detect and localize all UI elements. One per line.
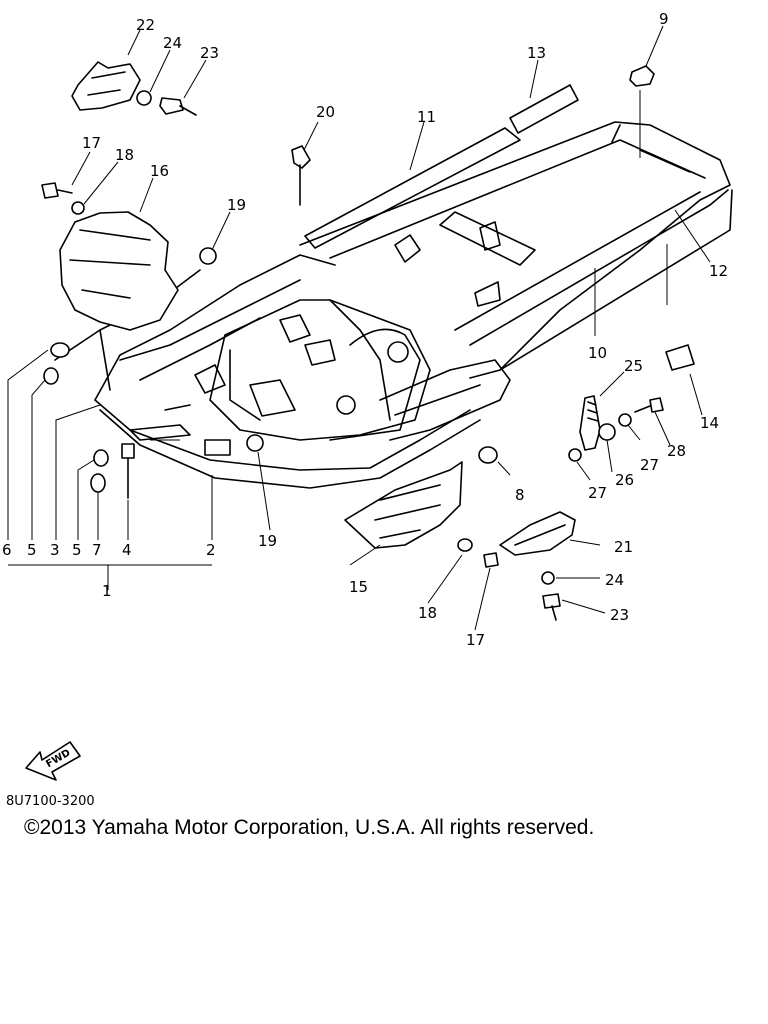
part-25-link (579, 395, 601, 451)
callout-23-top: 23 (200, 44, 219, 62)
callout-28: 28 (667, 442, 686, 460)
part-5-grommet-bottom (93, 449, 109, 467)
callout-16: 16 (150, 162, 169, 180)
callout-23-bottom: 23 (610, 606, 629, 624)
part-17-bolt-bottom (483, 552, 499, 568)
part-23-screw-bottom (542, 593, 561, 609)
callout-4: 4 (122, 541, 132, 559)
callout-10: 10 (588, 344, 607, 362)
part-19-grommet-top (199, 247, 217, 265)
callout-9: 9 (659, 10, 669, 28)
part-17-bolt-top (41, 182, 59, 199)
callout-3: 3 (50, 541, 60, 559)
part-23-screw-top (159, 97, 184, 115)
callout-25: 25 (624, 357, 643, 375)
callout-27-right: 27 (640, 456, 659, 474)
callout-5-right: 5 (72, 541, 82, 559)
part-13-decal (509, 84, 579, 134)
part-21-bracket (499, 511, 576, 556)
part-24-nut-bottom (541, 571, 555, 585)
callout-2: 2 (206, 541, 216, 559)
part-19-grommet-bottom (246, 434, 264, 452)
callout-5-left: 5 (27, 541, 37, 559)
callout-18-top: 18 (115, 146, 134, 164)
callout-22: 22 (136, 16, 155, 34)
part-24-nut-top (136, 90, 152, 106)
part-8-grommet (478, 446, 498, 464)
part-20-pin (291, 145, 311, 169)
callout-numbers: 22 24 23 17 18 16 19 20 11 13 9 12 10 25… (2, 10, 728, 649)
callout-20: 20 (316, 103, 335, 121)
callout-24-top: 24 (163, 34, 182, 52)
callout-24-bottom: 24 (605, 571, 624, 589)
callout-21: 21 (614, 538, 633, 556)
callout-6: 6 (2, 541, 12, 559)
part-5-grommet-top (43, 367, 59, 385)
part-18-washer-top (71, 201, 85, 215)
part-6-grommet (50, 342, 70, 358)
callout-17-top: 17 (82, 134, 101, 152)
part-16-shroud (59, 211, 179, 331)
callout-11: 11 (417, 108, 436, 126)
callout-8: 8 (515, 486, 525, 504)
callout-7: 7 (92, 541, 102, 559)
frame-assembly (54, 121, 733, 489)
callout-1: 1 (102, 582, 112, 600)
copyright-notice: ©2013 Yamaha Motor Corporation, U.S.A. A… (24, 816, 595, 839)
diagram-code: 8U7100-3200 (6, 794, 95, 809)
fwd-arrow-icon: FWD (25, 741, 81, 781)
part-14-label (665, 344, 695, 371)
callout-19-bottom: 19 (258, 532, 277, 550)
leader-lines (7, 25, 711, 631)
callout-17-bottom: 17 (466, 631, 485, 649)
part-9-cap (629, 65, 655, 87)
callout-15: 15 (349, 578, 368, 596)
part-22-bracket (71, 61, 141, 111)
callout-18-bottom: 18 (418, 604, 437, 622)
part-28-bolt (649, 397, 664, 413)
part-27-washer-left (568, 448, 582, 462)
callout-19-top: 19 (227, 196, 246, 214)
part-15-shroud (344, 461, 463, 549)
callout-14: 14 (700, 414, 719, 432)
part-18-washer-bottom (457, 538, 473, 552)
part-4-screw (121, 443, 135, 459)
part-11-decal-strip (304, 127, 521, 249)
callout-27-left: 27 (588, 484, 607, 502)
part-27-washer-right (618, 413, 632, 427)
part-26-spacer (598, 423, 616, 441)
callout-12: 12 (709, 262, 728, 280)
callout-26: 26 (615, 471, 634, 489)
callout-13: 13 (527, 44, 546, 62)
part-7-cushion (90, 473, 106, 493)
